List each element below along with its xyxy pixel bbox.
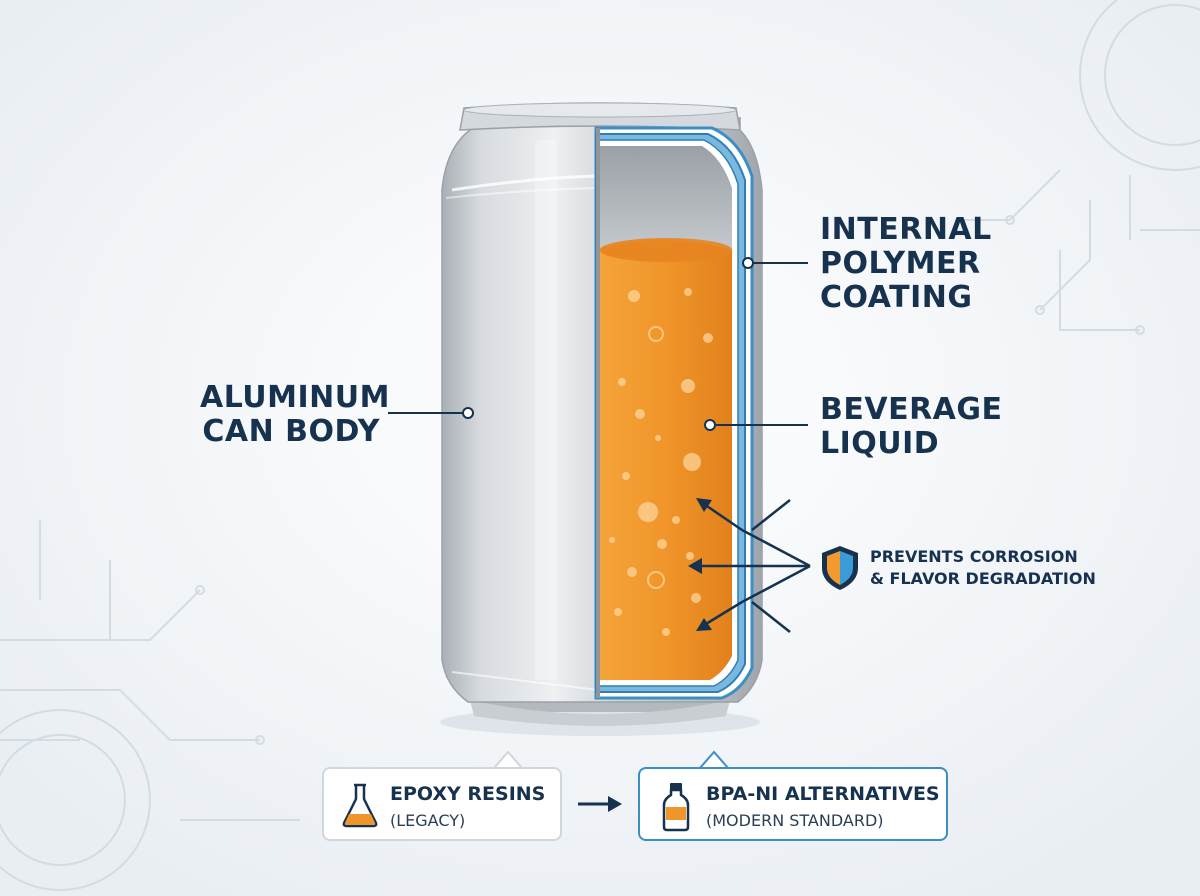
epoxy-resins-box: EPOXY RESINS (LEGACY) bbox=[322, 767, 562, 841]
shield-icon bbox=[822, 546, 858, 590]
epoxy-resins-title: EPOXY RESINS bbox=[390, 783, 546, 805]
cutaway-section bbox=[594, 126, 754, 700]
modern-pointer bbox=[699, 750, 729, 769]
liquid-label-line-1: BEVERAGE bbox=[820, 392, 1003, 427]
right-arrow-icon bbox=[578, 796, 622, 812]
aluminum-label-line-2: CAN BODY bbox=[202, 414, 380, 449]
coating-label-line-1: INTERNAL bbox=[820, 212, 992, 247]
coating-label-line-3: COATING bbox=[820, 280, 973, 315]
coating-label-line-2: POLYMER bbox=[820, 246, 981, 281]
prevents-label-line-1: PREVENTS CORROSION bbox=[870, 547, 1078, 566]
internal-polymer-coating-label: INTERNAL POLYMER COATING bbox=[820, 213, 1080, 315]
epoxy-resins-subtitle: (LEGACY) bbox=[390, 811, 466, 830]
circuit-decoration-top-right bbox=[960, 0, 1200, 335]
beverage-liquid-label: BEVERAGE LIQUID bbox=[820, 393, 1080, 461]
bpa-ni-alternatives-box: BPA-NI ALTERNATIVES (MODERN STANDARD) bbox=[638, 767, 948, 841]
legacy-pointer bbox=[493, 750, 523, 769]
prevents-corrosion-label: PREVENTS CORROSION & FLAVOR DEGRADATION bbox=[870, 546, 1110, 590]
protection-arrows bbox=[692, 499, 811, 633]
liquid-label-line-2: LIQUID bbox=[820, 426, 940, 461]
circuit-decoration-bottom-left bbox=[0, 520, 300, 891]
arrowheads bbox=[688, 498, 712, 631]
leader-lines bbox=[388, 257, 808, 431]
flask-icon bbox=[342, 783, 378, 828]
aluminum-label-line-1: ALUMINUM bbox=[200, 380, 390, 415]
bottle-icon bbox=[662, 783, 690, 832]
aluminum-can-body-label: ALUMINUM CAN BODY bbox=[200, 380, 390, 449]
bubbles bbox=[609, 288, 713, 636]
bpa-ni-alternatives-subtitle: (MODERN STANDARD) bbox=[706, 811, 884, 830]
prevents-label-line-2: & FLAVOR DEGRADATION bbox=[870, 569, 1096, 588]
bpa-ni-alternatives-title: BPA-NI ALTERNATIVES bbox=[706, 783, 940, 805]
